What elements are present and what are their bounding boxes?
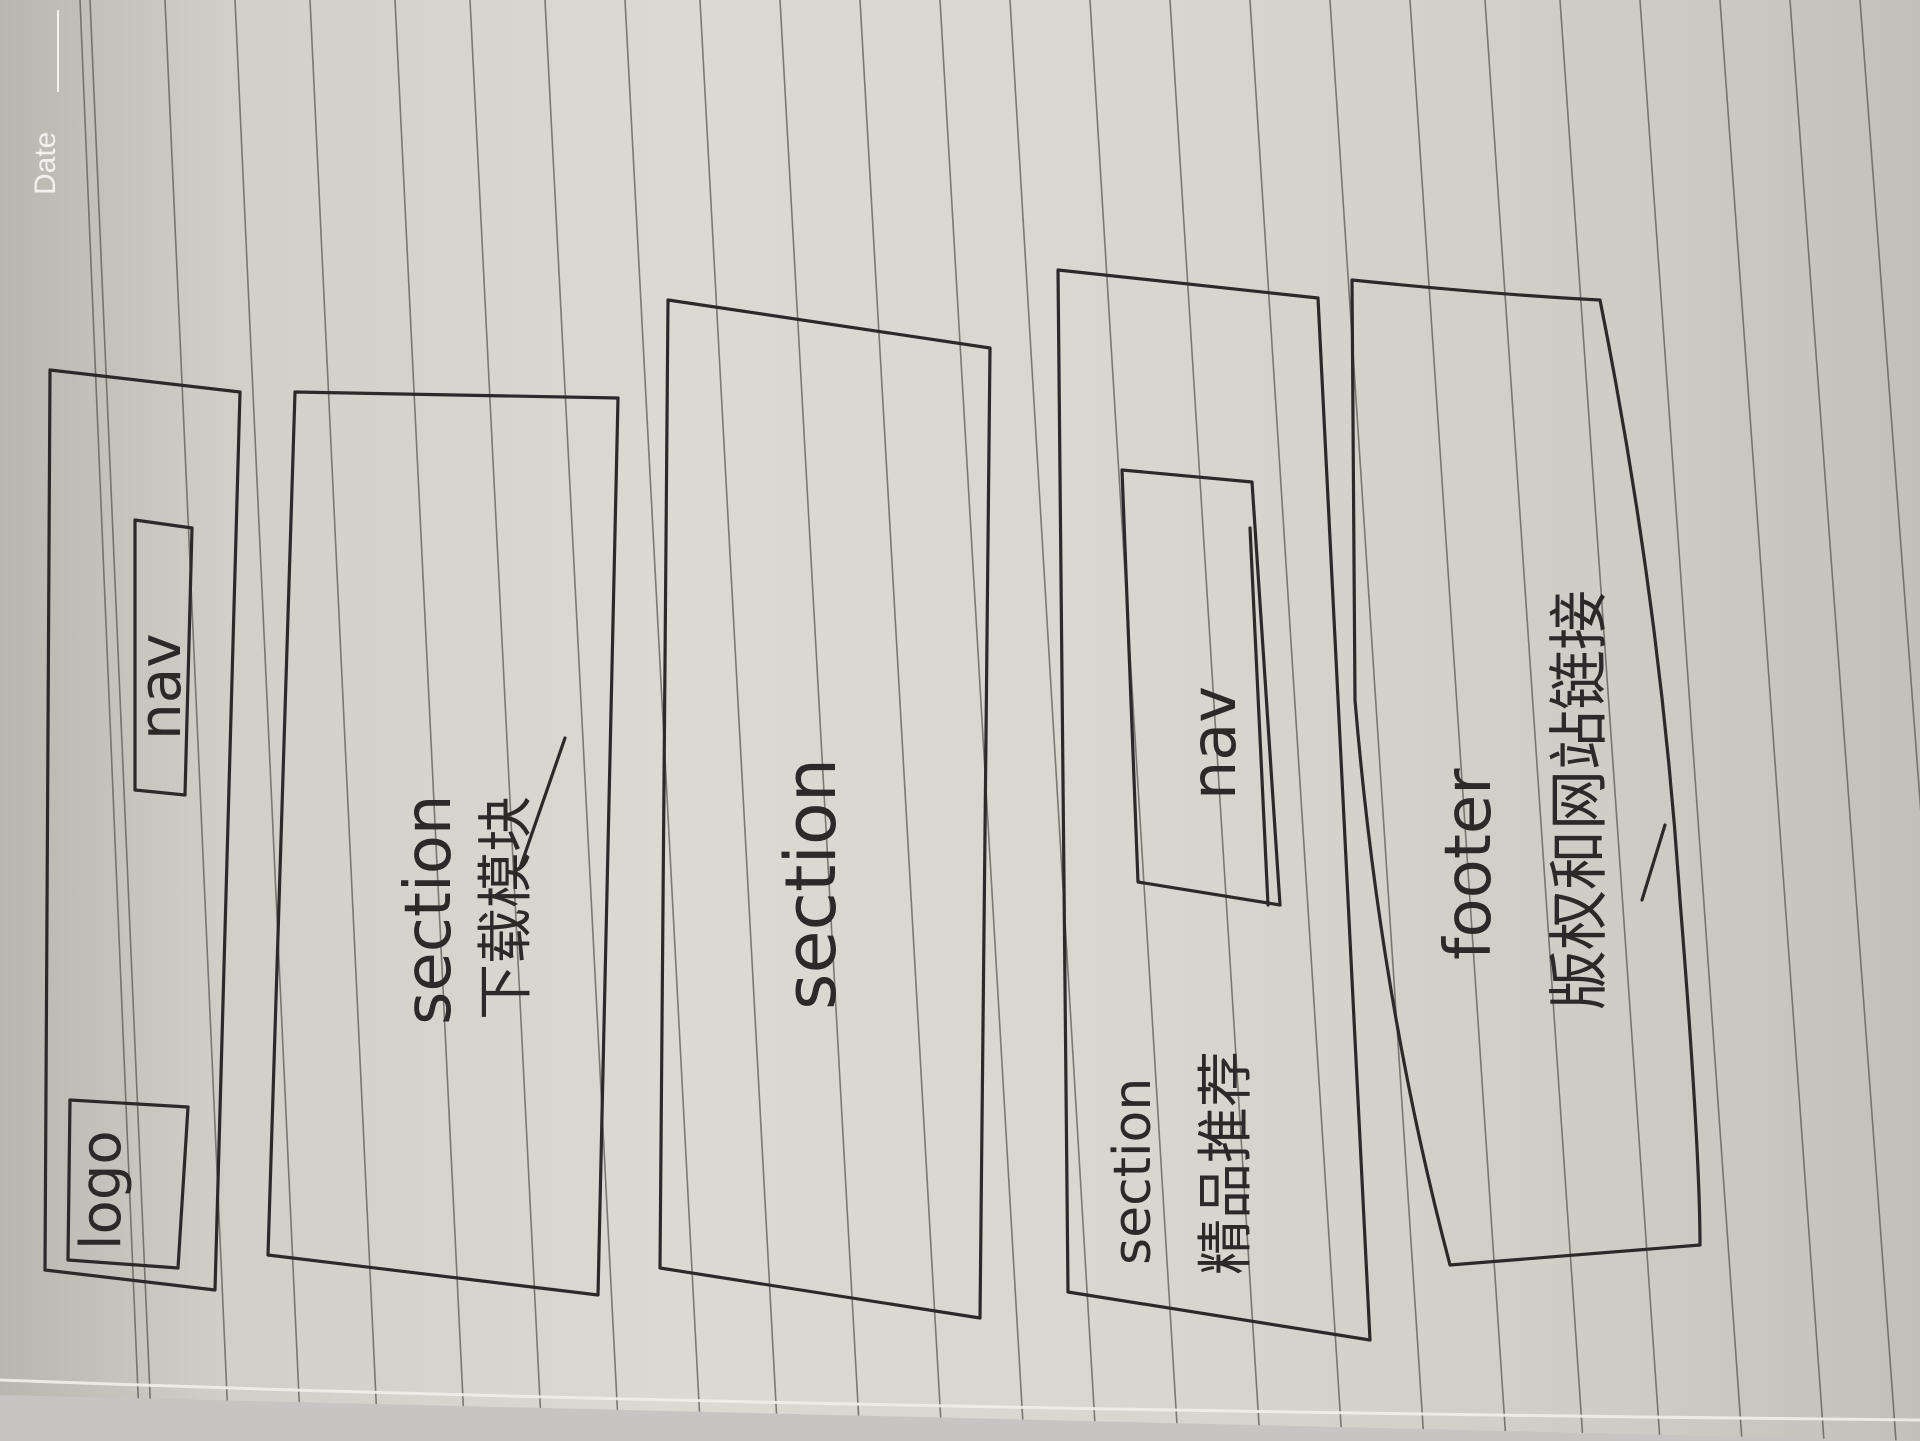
section-2-box	[658, 298, 992, 1320]
ruled-line	[699, 0, 779, 1441]
section-1-label: section	[392, 795, 466, 1026]
ruled-line	[1089, 0, 1179, 1441]
ruled-line	[1409, 0, 1507, 1441]
section-3-nav-box	[1120, 468, 1282, 907]
logo-label: logo	[69, 1130, 134, 1250]
ruled-line	[1169, 0, 1261, 1441]
ruled-line	[859, 0, 943, 1441]
ruled-line	[939, 0, 1025, 1441]
paper-fold	[0, 1395, 1920, 1441]
section-1-mark	[518, 736, 567, 870]
header-nav-box	[133, 518, 194, 797]
header-box	[43, 368, 242, 1292]
ruled-line	[1859, 0, 1920, 812]
page-edge	[0, 1378, 1920, 1422]
ruled-line	[234, 0, 302, 1441]
section-3-nav-label: nav	[1177, 686, 1250, 800]
ruled-line	[1639, 0, 1743, 1441]
section-3-box	[1056, 268, 1372, 1342]
ruled-line	[1719, 0, 1825, 1441]
ruled-line	[1009, 0, 1097, 1441]
ruled-line	[1789, 0, 1897, 1441]
ruled-line	[1329, 0, 1425, 1441]
ruled-lines	[79, 0, 1920, 1441]
section-3-note: 精品推荐	[1194, 1051, 1259, 1275]
ruled-line	[779, 0, 861, 1441]
ruled-line	[1249, 0, 1343, 1441]
section-2-label: section	[770, 758, 852, 1010]
ruled-line	[1484, 0, 1584, 1441]
section-1-box	[266, 390, 620, 1297]
date-label: Date	[29, 132, 62, 195]
footer-mark	[1640, 823, 1667, 902]
footer-label: footer	[1432, 768, 1506, 960]
ruled-line	[394, 0, 466, 1441]
ruled-line	[309, 0, 379, 1441]
section-1-note: 下载模块	[474, 796, 539, 1020]
section-3-nav-shadow	[1248, 526, 1270, 907]
ruled-line	[544, 0, 620, 1441]
header-nav-label: nav	[126, 633, 194, 740]
section-3-label: section	[1103, 1078, 1163, 1265]
logo-box	[66, 1098, 190, 1270]
footer-note: 版权和网站链接	[1545, 590, 1615, 1010]
ruled-line	[1559, 0, 1661, 1441]
ruled-line	[469, 0, 543, 1441]
footer-box	[1350, 278, 1702, 1267]
ruled-line	[89, 0, 153, 1441]
ruled-line	[79, 0, 141, 1441]
